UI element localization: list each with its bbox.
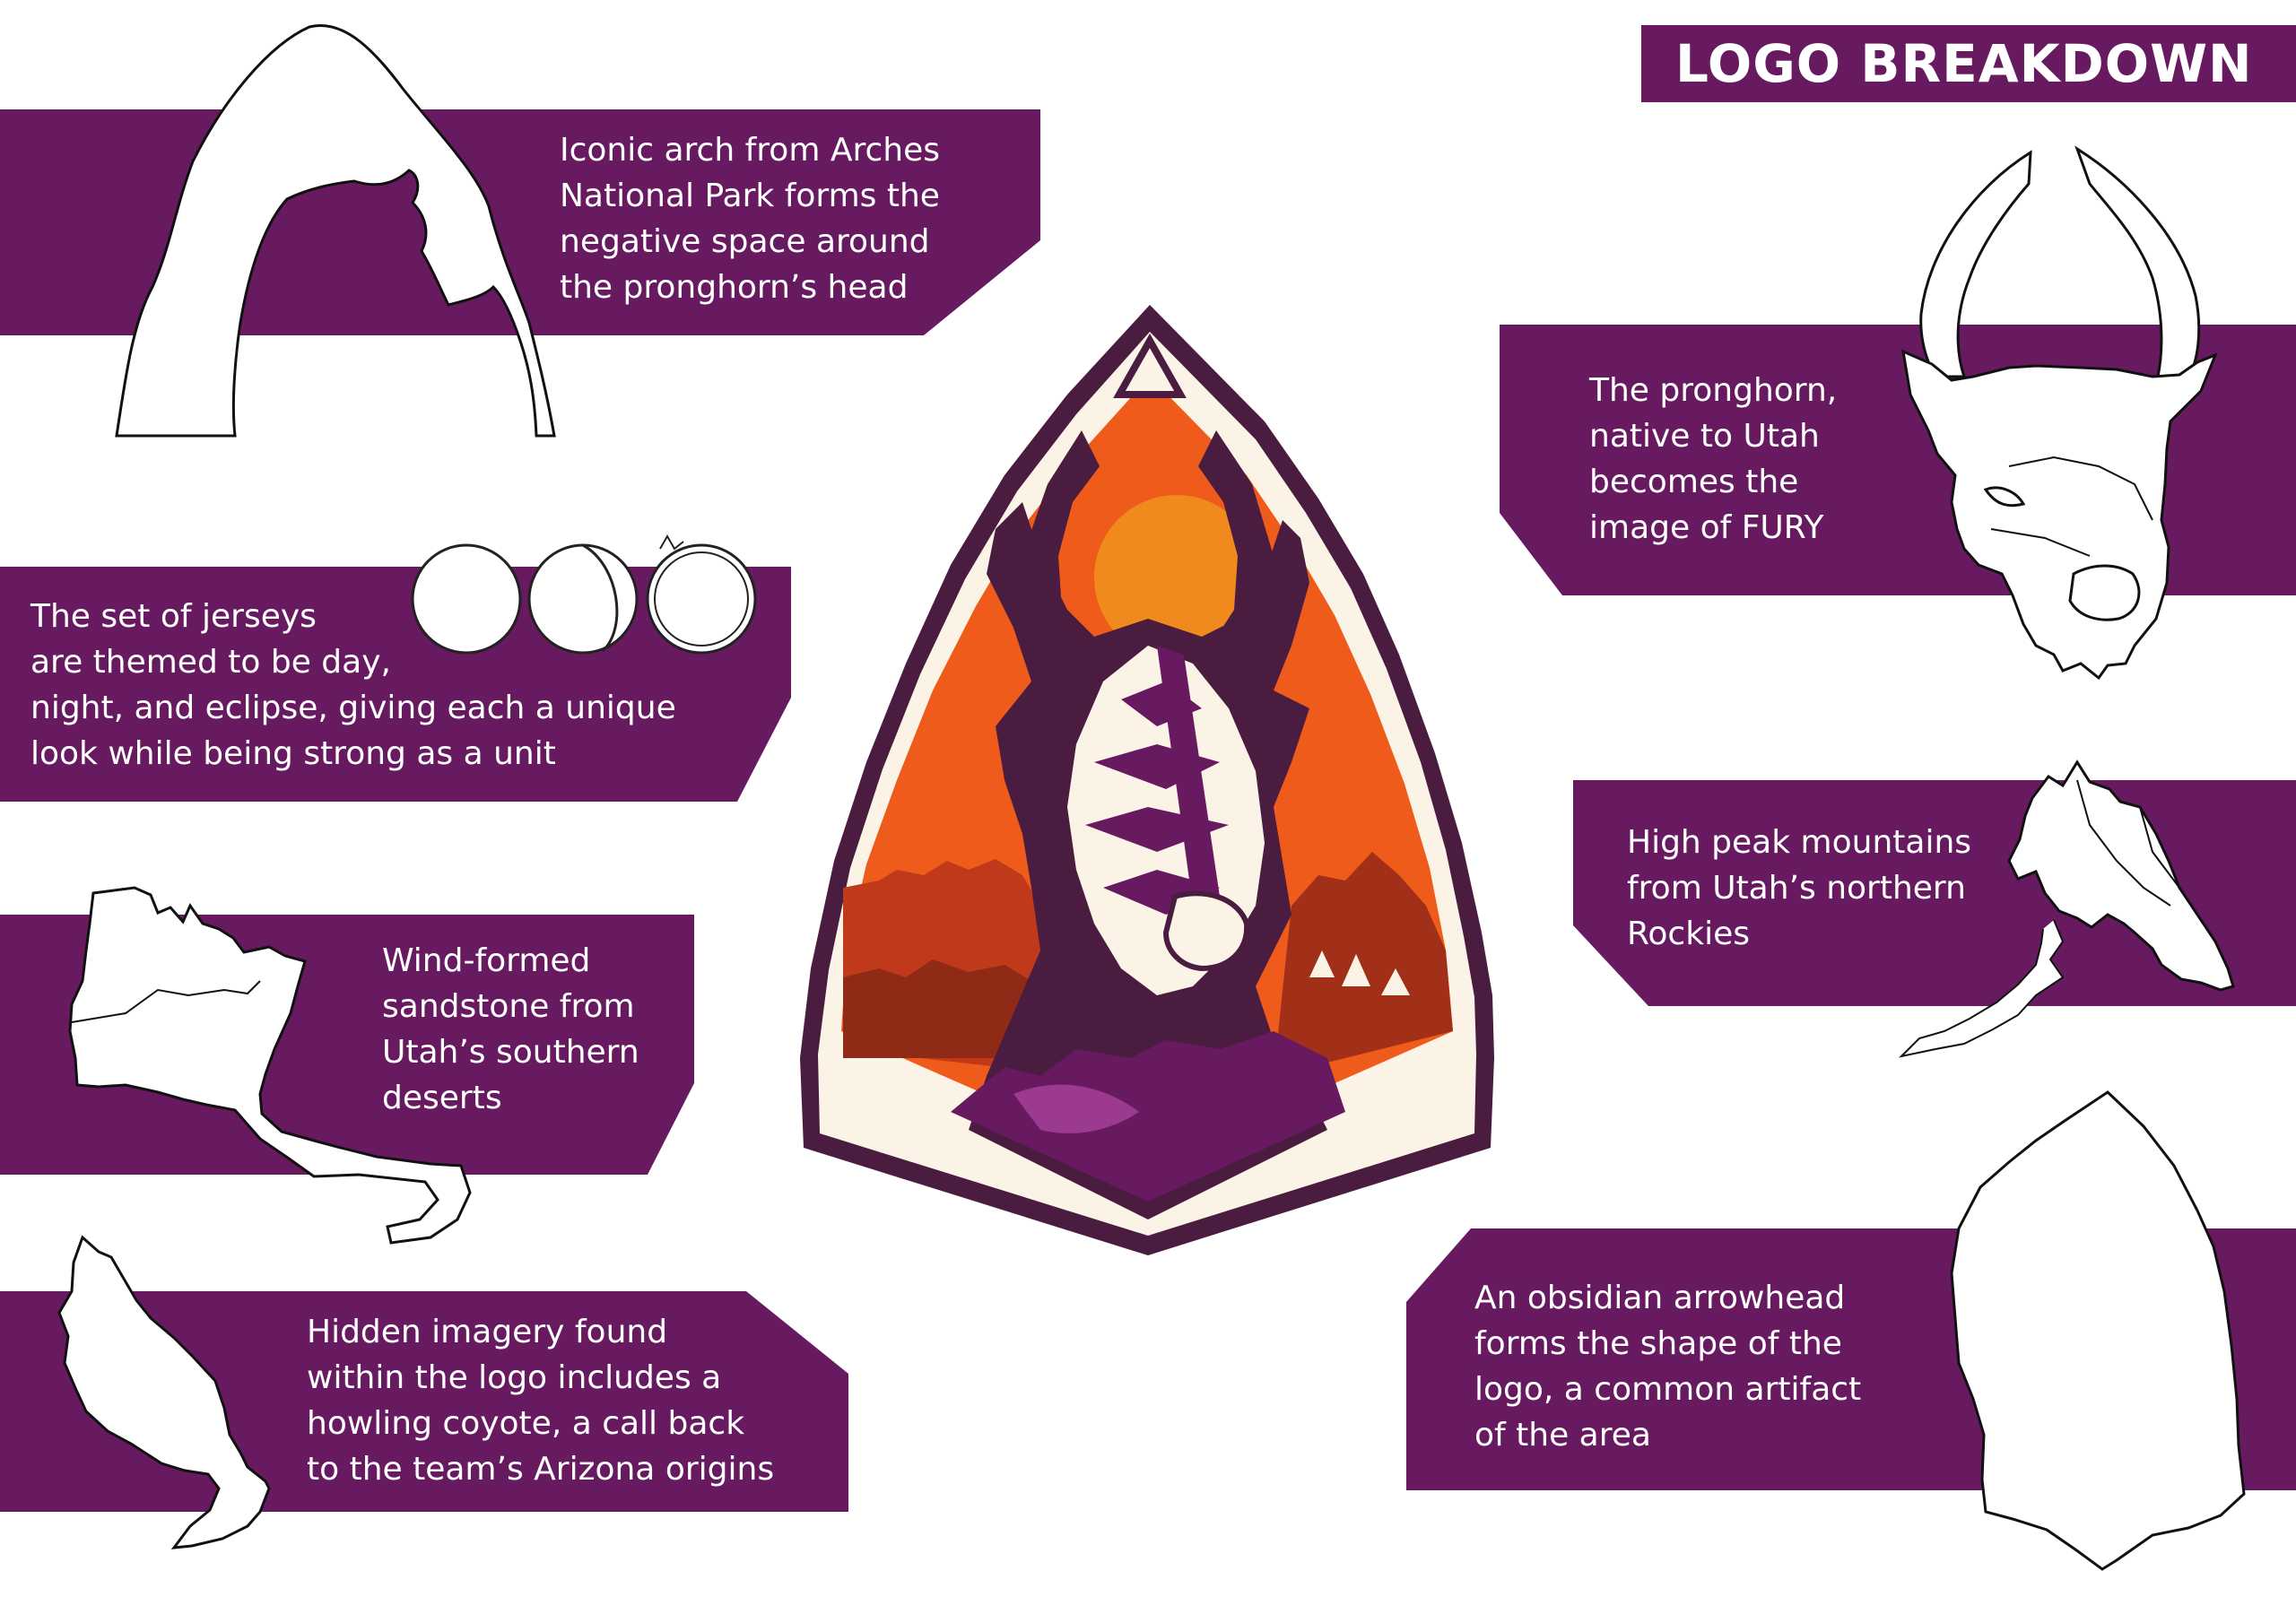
caption-line: within the logo includes a (307, 1359, 722, 1396)
logo-tip-triangle (1113, 333, 1187, 398)
caption-line: from Utah’s northern (1627, 870, 1966, 907)
river-path (1898, 919, 2065, 1058)
pronghorn-head-icon (1901, 145, 2218, 681)
caption-line: National Park forms the (560, 178, 940, 214)
caption-sandstone: Wind-formed sandstone from Utah’s southe… (382, 938, 639, 1121)
arch-outline-icon (115, 24, 556, 438)
moon-phases-icon (411, 534, 757, 655)
pronghorn-face (1901, 349, 2218, 681)
mountain-ridge-2 (2139, 806, 2180, 889)
logo-snout (1162, 890, 1250, 972)
caption-line: An obsidian arrowhead (1474, 1280, 1846, 1316)
caption-line: Utah’s southern (382, 1034, 639, 1071)
mountain-peaks (2007, 759, 2235, 992)
logo-mesas-right (1274, 852, 1453, 1076)
caption-line: Rockies (1627, 916, 1750, 952)
caption-line: High peak mountains (1627, 824, 1972, 861)
caption-line: negative space around (560, 223, 930, 260)
mountain-ridge (2076, 779, 2171, 907)
caption-line: Iconic arch from Arches (560, 132, 940, 169)
caption-line: Hidden imagery found (307, 1314, 668, 1350)
moon-day-icon (411, 543, 522, 655)
moon-night-crescent (582, 543, 619, 653)
logo-horn-right (1198, 430, 1274, 664)
caption-line: look while being strong as a unit (30, 735, 556, 772)
arrowhead-outline-icon (1950, 1090, 2246, 1571)
caption-line: deserts (382, 1080, 502, 1116)
sandstone-outline-icon (68, 886, 472, 1245)
caption-line: forms the shape of the (1474, 1325, 1842, 1362)
pronghorn-mark-2 (1990, 528, 2091, 557)
caption-line: of the area (1474, 1417, 1651, 1454)
logo-horn-left (1022, 430, 1100, 664)
pronghorn-eye (1983, 486, 2026, 508)
caption-line: the pronghorn’s head (560, 269, 909, 306)
logo-trees (1309, 950, 1410, 995)
caption-mountains: High peak mountains from Utah’s northern… (1627, 820, 1971, 957)
caption-arch: Iconic arch from Arches National Park fo… (560, 127, 940, 310)
caption-line: native to Utah (1589, 418, 1820, 455)
sandstone-detail (71, 980, 261, 1023)
caption-pronghorn: The pronghorn, native to Utah becomes th… (1589, 368, 1837, 551)
caption-line: logo, a common artifact (1474, 1371, 1862, 1408)
caption-line: The set of jerseys (30, 598, 317, 635)
pronghorn-mark (2008, 456, 2153, 521)
caption-line: The pronghorn, (1589, 372, 1838, 409)
fury-pronghorn-logo (800, 305, 1494, 1255)
logo-sun (1094, 495, 1259, 660)
howling-coyote-icon (57, 1235, 271, 1549)
caption-line: image of FURY (1589, 509, 1824, 546)
mountain-peak-icon (1898, 759, 2235, 1058)
caption-coyote: Hidden imagery found within the logo inc… (307, 1309, 774, 1492)
moon-eclipse-flare (659, 534, 684, 551)
page-title: LOGO BREAKDOWN (1641, 25, 2296, 102)
caption-line: to the team’s Arizona origins (307, 1451, 775, 1488)
caption-jerseys: The set of jerseys are themed to be day,… (30, 594, 676, 777)
logo-river (951, 1031, 1345, 1202)
caption-line: night, and eclipse, giving each a unique (30, 690, 676, 726)
caption-line: becomes the (1589, 464, 1799, 500)
pronghorn-snout (2068, 564, 2141, 621)
caption-line: Wind-formed (382, 942, 591, 979)
logo-river-highlight (1013, 1084, 1139, 1133)
caption-arrowhead: An obsidian arrowhead forms the shape of… (1474, 1275, 1861, 1458)
caption-line: howling coyote, a call back (307, 1405, 745, 1442)
moon-eclipse-icon (646, 543, 757, 655)
caption-line: are themed to be day, (30, 644, 391, 681)
caption-line: sandstone from (382, 988, 635, 1025)
logo-stripe-diagonal (1157, 646, 1220, 906)
moon-eclipse-ring (654, 551, 749, 647)
